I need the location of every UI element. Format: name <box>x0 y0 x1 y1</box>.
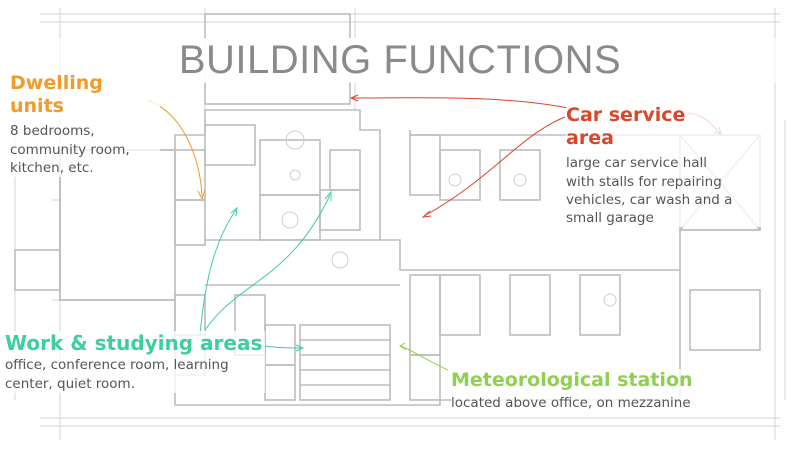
car-service-desc-line3: vehicles, car wash and a <box>566 191 733 208</box>
meteorological-arrow <box>400 345 449 371</box>
meteorological-description: located above office, on mezzanine <box>451 395 691 412</box>
car-service-desc-line1: large car service hall <box>566 155 708 172</box>
car-service-desc-line4: small garage <box>566 210 654 226</box>
dwelling-desc-line2: community room, <box>10 141 130 158</box>
dwelling-heading: Dwelling units <box>10 72 160 118</box>
dwelling-units-label: Dwelling units 8 bedrooms, community roo… <box>10 72 160 177</box>
meteorological-label: Meteorological station located above off… <box>451 369 721 413</box>
car-service-arrow-1-head <box>349 94 359 102</box>
page-title-text: BUILDING FUNCTIONS <box>174 38 626 82</box>
dwelling-desc-line3: kitchen, etc. <box>10 159 94 176</box>
work-desc-line1: office, conference room, learning <box>5 357 229 374</box>
work-arrow-1 <box>199 209 237 336</box>
work-arrow-3-head <box>295 344 305 352</box>
car-service-arrow-2 <box>423 116 566 217</box>
car-service-arrow-1 <box>351 97 569 109</box>
car-service-arrow-2-head <box>421 210 432 218</box>
car-service-heading-line2: area <box>566 127 614 150</box>
dwelling-description: 8 bedrooms, community room, kitchen, etc… <box>10 122 160 177</box>
car-service-desc-line2: with stalls for repairing <box>566 173 722 190</box>
work-arrow-2-head <box>324 190 332 201</box>
dwelling-desc-line1: 8 bedrooms, <box>10 123 95 140</box>
dwelling-heading-line1: Dwelling <box>10 72 103 94</box>
dwelling-heading-line2: units <box>10 95 64 118</box>
work-arrow-2 <box>204 194 331 331</box>
work-arrow-1-head <box>230 206 238 217</box>
car-service-description: large car service hall with stalls for r… <box>566 154 766 227</box>
work-studying-label: Work & studying areas office, conference… <box>5 331 265 393</box>
work-heading: Work & studying areas <box>5 331 263 355</box>
work-description: office, conference room, learning center… <box>5 356 265 392</box>
meteorological-arrowhead <box>399 342 407 351</box>
car-service-label: Car service area large car service hall … <box>566 104 766 228</box>
meteorological-heading: Meteorological station <box>451 369 693 391</box>
car-service-heading: Car service area <box>566 104 766 150</box>
dwelling-arrowhead <box>197 189 206 201</box>
car-service-heading-line1: Car service <box>566 104 686 126</box>
work-desc-line2: center, quiet room. <box>5 375 135 392</box>
